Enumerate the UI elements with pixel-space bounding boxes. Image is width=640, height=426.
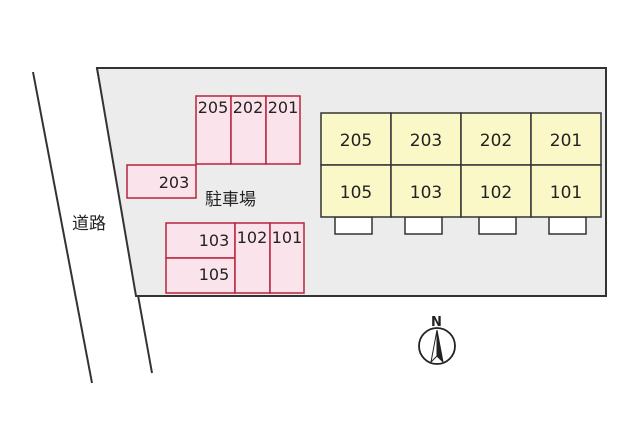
svg-text:103: 103 (199, 231, 230, 250)
svg-text:202: 202 (480, 131, 512, 151)
svg-text:205: 205 (198, 98, 229, 117)
parking-area: 205 202 201 203 103 105 102 101 (126, 95, 305, 294)
svg-text:101: 101 (272, 228, 303, 247)
svg-text:203: 203 (159, 173, 190, 192)
unit: 201 (530, 112, 602, 166)
unit: 105 (320, 164, 392, 218)
unit: 202 (460, 112, 532, 166)
svg-text:105: 105 (199, 265, 230, 284)
svg-text:205: 205 (340, 131, 372, 151)
unit: 205 (320, 112, 392, 166)
parking-stall: 205 (195, 95, 232, 165)
road-label: 道路 (72, 214, 106, 234)
parking-stall: 203 (126, 164, 197, 199)
svg-text:103: 103 (410, 183, 442, 203)
parking-stall: 103 (165, 222, 236, 259)
unit-step (334, 216, 373, 235)
unit: 103 (390, 164, 462, 218)
compass-north-label: N (431, 315, 442, 330)
unit: 203 (390, 112, 462, 166)
parking-stall: 201 (265, 95, 301, 165)
svg-text:102: 102 (237, 228, 268, 247)
svg-text:203: 203 (410, 131, 442, 151)
parking-stall: 202 (230, 95, 267, 165)
svg-text:105: 105 (340, 183, 372, 203)
parking-stall: 102 (234, 222, 271, 294)
unit-step (548, 216, 587, 235)
unit: 102 (460, 164, 532, 218)
svg-text:102: 102 (480, 183, 512, 203)
parking-stall: 105 (165, 257, 236, 294)
road-line-left (32, 71, 93, 384)
unit-step (404, 216, 443, 235)
building: 205 203 202 201 105 103 102 101 (320, 112, 602, 235)
parking-stall: 101 (269, 222, 305, 294)
unit-step (478, 216, 517, 235)
svg-text:201: 201 (550, 131, 582, 151)
parking-label: 駐車場 (205, 190, 256, 210)
unit: 101 (530, 164, 602, 218)
north-compass-icon: N (418, 315, 456, 365)
svg-text:202: 202 (233, 98, 264, 117)
svg-text:101: 101 (550, 183, 582, 203)
svg-text:201: 201 (268, 98, 299, 117)
